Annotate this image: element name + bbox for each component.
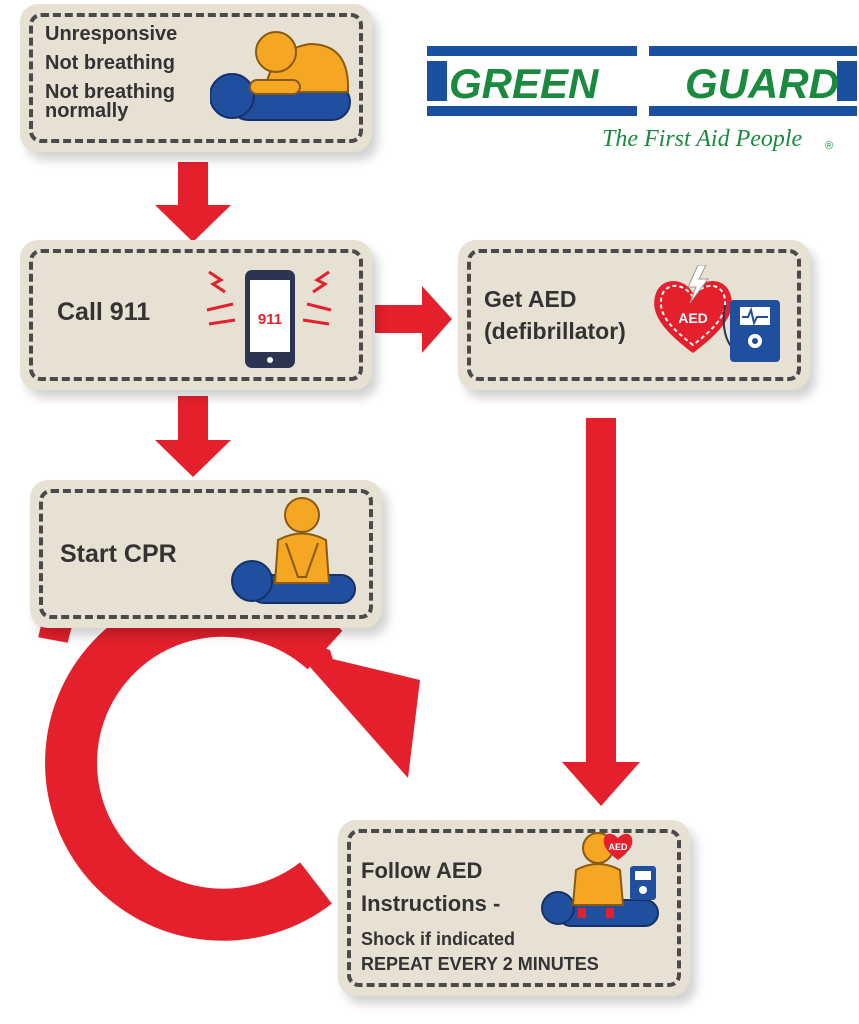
- follow-heart-text: AED: [608, 842, 628, 852]
- cpr-person-icon: [231, 497, 356, 604]
- step-call-box: Call 911 911: [20, 240, 372, 390]
- phone-911-icon: 911: [206, 270, 332, 368]
- assess-line-3: Not breathing: [45, 81, 175, 103]
- aed-line-1: Get AED: [484, 286, 577, 312]
- step-aed-box: Get AED (defibrillator) AED: [458, 240, 810, 390]
- step-assess-box: Unresponsive Not breathing Not breathing…: [20, 4, 372, 152]
- logo-word-green: GREEN: [449, 60, 599, 107]
- arrow-down-long: [562, 418, 640, 806]
- logo-word-guard: GUARD: [685, 60, 839, 107]
- step-follow-box: Follow AED Instructions - Shock if indic…: [338, 820, 690, 996]
- arrow-right: [375, 286, 452, 353]
- arrow-down-1: [155, 162, 231, 242]
- assess-line-4: normally: [45, 100, 129, 122]
- follow-line-4: REPEAT EVERY 2 MINUTES: [361, 954, 599, 974]
- step-cpr-box: Start CPR: [30, 480, 382, 628]
- aed-line-2: (defibrillator): [484, 318, 626, 344]
- cpr-label: Start CPR: [60, 540, 177, 568]
- arrow-down-2: [155, 396, 231, 477]
- follow-line-2: Instructions -: [361, 891, 501, 916]
- logo-tagline: The First Aid People: [602, 126, 803, 152]
- aed-cpr-icon: AED: [541, 832, 659, 927]
- follow-line-1: Follow AED: [361, 858, 483, 883]
- logo: GREEN GUARD The First Aid People ®: [427, 46, 857, 156]
- assess-line-2: Not breathing: [45, 52, 175, 74]
- unconscious-person-icon: [210, 31, 351, 121]
- phone-text: 911: [258, 311, 282, 328]
- logo-reg-mark: ®: [825, 140, 834, 152]
- follow-line-3: Shock if indicated: [361, 929, 516, 949]
- aed-device-icon: [722, 300, 780, 362]
- assess-line-1: Unresponsive: [45, 23, 178, 45]
- green-guard-logo: [427, 46, 857, 116]
- call-label: Call 911: [57, 298, 151, 326]
- aed-heart-text: AED: [678, 310, 708, 326]
